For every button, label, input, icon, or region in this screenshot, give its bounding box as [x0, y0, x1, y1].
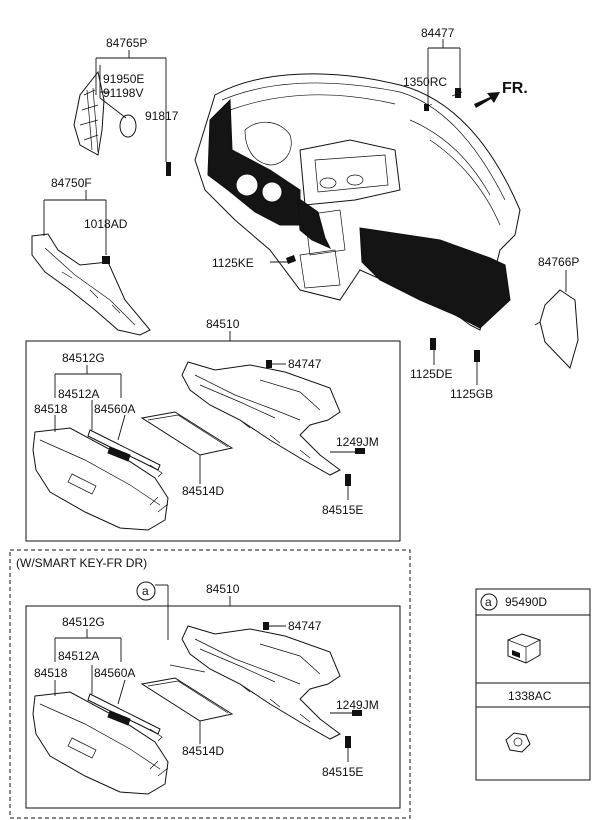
nut-icon [505, 732, 531, 753]
damper-panel-1 [140, 411, 234, 456]
label-1249JM-1: 1249JM [336, 435, 379, 449]
label-91198V: 91198V [103, 86, 143, 100]
label-84477: 84477 [421, 26, 455, 40]
glove-box-assembly-frame-2 [25, 605, 401, 809]
label-84510-1: 84510 [206, 317, 240, 331]
label-1338AC: 1338AC [508, 689, 552, 703]
label-95490D: 95490D [505, 595, 547, 609]
label-smart-key-title: (W/SMART KEY-FR DR) [16, 556, 147, 570]
label-84747-2: 84747 [288, 619, 322, 633]
label-1018AD: 1018AD [84, 217, 128, 231]
label-marker-a-1: a [142, 584, 149, 598]
label-84515E-1: 84515E [322, 503, 363, 517]
glove-box-housing-1 [181, 361, 341, 476]
lower-cover-left [31, 233, 151, 336]
smart-key-antenna-icon [507, 633, 541, 664]
glove-box-door-2 [32, 691, 169, 795]
label-84560A-1: 84560A [94, 402, 135, 416]
label-84766P: 84766P [538, 255, 579, 269]
label-84765P: 84765P [106, 36, 147, 50]
glove-box-door-1 [32, 427, 169, 531]
label-1125DE: 1125DE [410, 367, 452, 381]
label-marker-a-2: a [485, 595, 492, 609]
label-84510-2: 84510 [206, 582, 240, 596]
latch-assembly-1 [87, 429, 163, 478]
label-84747-1: 84747 [288, 357, 322, 371]
crash-pad-main-panel [194, 73, 521, 362]
label-84518-2: 84518 [34, 666, 68, 680]
label-84512G-1: 84512G [62, 351, 105, 365]
label-84518-1: 84518 [34, 402, 68, 416]
side-cover-left [73, 70, 171, 176]
glove-box-housing-2 [169, 625, 341, 740]
latch-assembly-2 [87, 693, 163, 742]
label-84750F: 84750F [51, 176, 92, 190]
label-1249JM-2: 1249JM [336, 698, 379, 712]
label-84514D-2: 84514D [182, 744, 224, 758]
label-84560A-2: 84560A [94, 666, 135, 680]
label-84515E-2: 84515E [322, 765, 363, 779]
glove-box-assembly-frame [25, 340, 401, 542]
label-91817: 91817 [145, 109, 179, 123]
label-91950E: 91950E [103, 72, 144, 86]
front-arrow-icon [474, 92, 500, 108]
label-84514D-1: 84514D [182, 484, 224, 498]
label-1125KE: 1125KE [212, 256, 254, 270]
marker-a-2 [480, 593, 498, 611]
side-cover-right [534, 289, 579, 369]
label-84512A-2: 84512A [58, 649, 99, 663]
smart-key-variant-frame [9, 549, 411, 819]
label-front: FR. [502, 80, 528, 97]
label-1350RC: 1350RC [403, 75, 447, 89]
damper-panel-2 [140, 677, 234, 722]
legend-frame [475, 588, 591, 781]
label-1125GB: 1125GB [450, 387, 493, 401]
label-84512A-1: 84512A [58, 387, 99, 401]
marker-a-1 [136, 581, 156, 601]
label-84512G-2: 84512G [62, 615, 105, 629]
